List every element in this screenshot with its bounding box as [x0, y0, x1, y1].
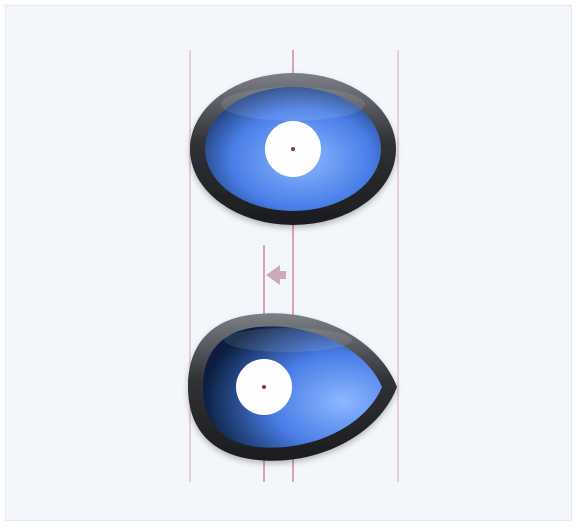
bottom-center-dot: [262, 385, 266, 389]
top-center-dot: [291, 147, 295, 151]
top-ellipse-gloss: [221, 87, 365, 121]
top-ellipse-shape: [190, 73, 396, 225]
bottom-egg-shape: [188, 313, 397, 461]
bottom-egg-gloss: [224, 328, 352, 352]
left-arrow-icon: [266, 265, 286, 285]
